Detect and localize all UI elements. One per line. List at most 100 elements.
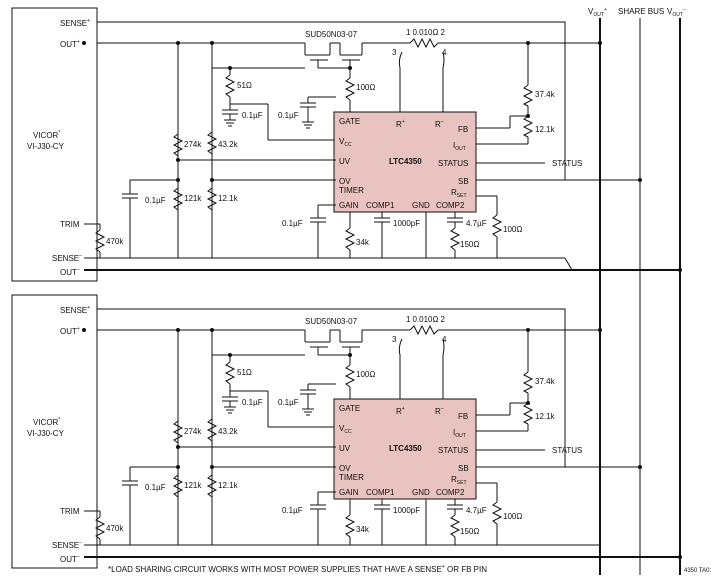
svg-text:12.1k: 12.1k xyxy=(218,481,239,490)
svg-text:12.1k: 12.1k xyxy=(535,412,556,421)
svg-text:1000pF: 1000pF xyxy=(393,219,420,228)
svg-text:SENSE+: SENSE+ xyxy=(60,305,90,315)
svg-text:TRIM: TRIM xyxy=(60,507,80,516)
svg-text:0.1µF: 0.1µF xyxy=(145,483,166,492)
svg-text:IOUT: IOUT xyxy=(453,141,466,152)
rsense-pin4: 4 xyxy=(442,48,447,57)
bus-labels: VOUT+ SHARE BUS VOUT– xyxy=(588,7,686,18)
svg-text:VI-J30-CY: VI-J30-CY xyxy=(27,429,65,438)
vout-minus-label: VOUT– xyxy=(667,7,686,18)
svg-text:GATE: GATE xyxy=(339,404,360,413)
r100-gate xyxy=(344,77,356,101)
svg-text:1000pF: 1000pF xyxy=(393,506,420,515)
r51 xyxy=(224,74,236,98)
rsense-resistor xyxy=(409,37,439,49)
svg-text:37.4k: 37.4k xyxy=(535,377,556,386)
svg-text:OUT–: OUT– xyxy=(60,554,80,564)
svg-text:37.4k: 37.4k xyxy=(535,90,556,99)
svg-text:GAIN: GAIN xyxy=(339,488,359,497)
vicor-name: VICOR* xyxy=(33,130,60,140)
r274 xyxy=(172,133,184,157)
svg-text:SB: SB xyxy=(458,464,469,473)
svg-text:470k: 470k xyxy=(106,524,124,533)
svg-text:COMP2: COMP2 xyxy=(436,201,465,210)
svg-text:COMP1: COMP1 xyxy=(366,488,395,497)
r470 xyxy=(94,229,106,253)
svg-text:0.1µF: 0.1µF xyxy=(282,506,303,515)
svg-text:SUD50N03-07: SUD50N03-07 xyxy=(305,317,358,326)
svg-text:GND: GND xyxy=(412,201,430,210)
svg-text:STATUS: STATUS xyxy=(438,446,468,455)
svg-text:UV: UV xyxy=(339,157,351,166)
r150 xyxy=(449,227,461,251)
svg-text:OV: OV xyxy=(339,464,351,473)
kelvin-wire-4 xyxy=(442,51,445,115)
svg-text:SB: SB xyxy=(458,177,469,186)
chip-name: LTC4350 xyxy=(389,157,422,166)
svg-text:100Ω: 100Ω xyxy=(503,225,522,234)
svg-text:0.1µF: 0.1µF xyxy=(145,196,166,205)
svg-text:GND: GND xyxy=(412,488,430,497)
mosfet-pair xyxy=(304,42,410,70)
svg-text:VCC: VCC xyxy=(339,137,352,148)
footnote: *LOAD SHARING CIRCUIT WORKS WITH MOST PO… xyxy=(108,564,487,574)
r100b xyxy=(491,214,503,238)
svg-text:34k: 34k xyxy=(356,238,370,247)
svg-text:4: 4 xyxy=(442,335,447,344)
sense-minus-pin: SENSE– xyxy=(52,253,82,263)
svg-text:12.1k: 12.1k xyxy=(535,125,556,134)
svg-text:0.1µF: 0.1µF xyxy=(278,111,299,120)
svg-text:274k: 274k xyxy=(184,140,202,149)
svg-text:0.1µF: 0.1µF xyxy=(242,398,263,407)
svg-text:RSET: RSET xyxy=(451,188,467,199)
svg-text:100Ω: 100Ω xyxy=(503,512,522,521)
r121k xyxy=(172,187,184,211)
svg-text:R–: R– xyxy=(435,119,444,129)
vicor-part: VI-J30-CY xyxy=(27,142,65,151)
sense-plus-pin: SENSE+ xyxy=(60,18,90,28)
svg-text:OV: OV xyxy=(339,177,351,186)
load-share-stage-top: SENSE+ OUT+ VICOR* VI-J30-CY TRIM SENSE–… xyxy=(11,7,682,282)
r121 xyxy=(206,187,218,211)
svg-text:COMP2: COMP2 xyxy=(436,488,465,497)
svg-text:43.2k: 43.2k xyxy=(218,427,239,436)
status-output-label: STATUS xyxy=(552,159,582,168)
output-buses xyxy=(599,18,681,575)
svg-text:150Ω: 150Ω xyxy=(460,527,479,536)
r34 xyxy=(344,227,356,251)
svg-text:TIMER: TIMER xyxy=(339,473,364,482)
svg-text:4.7µF: 4.7µF xyxy=(466,506,487,515)
vicor-module-box-2 xyxy=(11,294,98,569)
svg-text:0.1µF: 0.1µF xyxy=(242,111,263,120)
ltc4350-chip xyxy=(333,111,477,213)
out-minus-pin: OUT– xyxy=(60,267,80,277)
figure-id: 4350 TA01 xyxy=(684,568,711,574)
trim-pin: TRIM xyxy=(60,220,80,229)
svg-text:121k: 121k xyxy=(184,481,202,490)
r374 xyxy=(522,84,534,107)
svg-text:R+: R+ xyxy=(396,119,405,129)
svg-text:VICOR*: VICOR* xyxy=(33,417,60,427)
r432 xyxy=(206,131,218,155)
svg-text:0.1µF: 0.1µF xyxy=(282,219,303,228)
rsense-pin3: 3 xyxy=(392,48,397,57)
svg-text:12.1k: 12.1k xyxy=(218,194,239,203)
rsense-pin2: 2 xyxy=(440,28,445,37)
load-share-stage-bottom: SENSE+ OUT+ VICOR* VI-J30-CY TRIM SENSE–… xyxy=(11,294,682,569)
vicor-module-box xyxy=(11,7,98,282)
svg-text:TIMER: TIMER xyxy=(339,186,364,195)
vout-plus-label: VOUT+ xyxy=(588,7,607,18)
svg-text:GAIN: GAIN xyxy=(339,201,359,210)
svg-text:34k: 34k xyxy=(356,525,370,534)
svg-text:R–: R– xyxy=(435,406,444,416)
mosfet-label: SUD50N03-07 xyxy=(305,30,358,39)
svg-text:SENSE–: SENSE– xyxy=(52,540,82,550)
svg-text:0.1µF: 0.1µF xyxy=(278,398,299,407)
svg-text:470k: 470k xyxy=(106,237,124,246)
svg-text:VCC: VCC xyxy=(339,424,352,435)
rsense-pin1: 1 xyxy=(406,28,411,37)
svg-text:43.2k: 43.2k xyxy=(218,140,239,149)
